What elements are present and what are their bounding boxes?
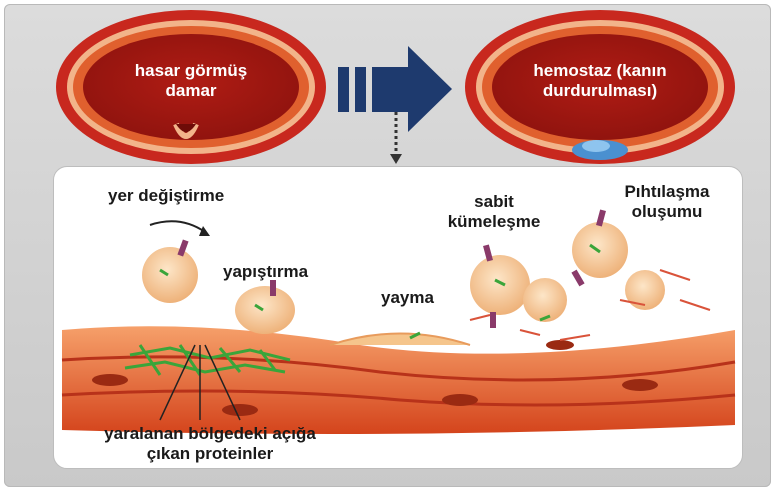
stable-aggregation-label: sabit kümeleşme [424, 192, 564, 232]
adhesion-label: yapıştırma [223, 262, 308, 282]
spreading-label: yayma [381, 288, 434, 308]
exposed-proteins-label: yaralanan bölgedeki açığa çıkan proteinl… [60, 424, 360, 464]
platelet-displacement [142, 221, 210, 303]
hemostasis-label: hemostaz (kanın durdurulması) [510, 61, 690, 101]
zoom-arrow [390, 112, 402, 164]
platelet-aggregate [470, 222, 665, 322]
clot-formation-label: Pıhtılaşma oluşumu [612, 182, 722, 222]
displacement-label: yer değiştirme [108, 186, 224, 206]
damaged-vessel-label: hasar görmüş damar [111, 61, 271, 101]
platelet-spreading [330, 334, 470, 346]
platelet-adhesion [235, 286, 295, 334]
